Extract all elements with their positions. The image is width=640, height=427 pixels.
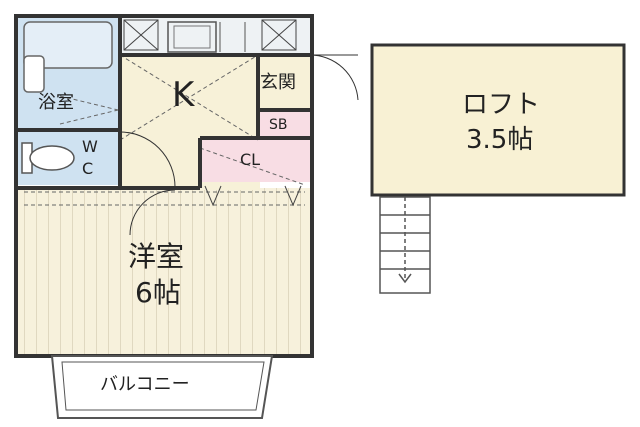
vent-fan-icon — [123, 19, 297, 51]
kitchen-counter — [120, 18, 310, 55]
toilet-icon — [21, 142, 75, 174]
loft-floor — [370, 43, 626, 197]
sink-icon — [167, 21, 217, 53]
western-room-label: 洋室 — [128, 240, 184, 273]
dashed-lines — [24, 54, 306, 206]
wc-label-c: C — [82, 159, 93, 178]
balcony — [50, 355, 274, 419]
loft-unit — [370, 43, 626, 294]
shoe-box-label: SB — [269, 117, 288, 133]
wc-label-w: W — [82, 137, 98, 156]
western-room — [18, 188, 310, 354]
entrance-label: 玄関 — [260, 72, 296, 93]
main-unit — [14, 14, 359, 419]
closet-door-icon — [204, 185, 302, 207]
loft-label: ロフト — [462, 90, 540, 120]
closet-area — [198, 140, 310, 182]
bath-label: 浴室 — [38, 92, 74, 113]
entrance-floor — [258, 55, 310, 110]
bathtub-icon — [23, 21, 113, 93]
kitchen-label: K — [172, 75, 196, 115]
closet-label: CL — [240, 150, 260, 169]
loft-size: 3.5帖 — [466, 125, 533, 155]
ladder-icon — [379, 196, 431, 294]
balcony-label: バルコニー — [100, 374, 190, 395]
western-room-size: 6帖 — [135, 276, 181, 309]
shoe-box — [258, 110, 310, 136]
